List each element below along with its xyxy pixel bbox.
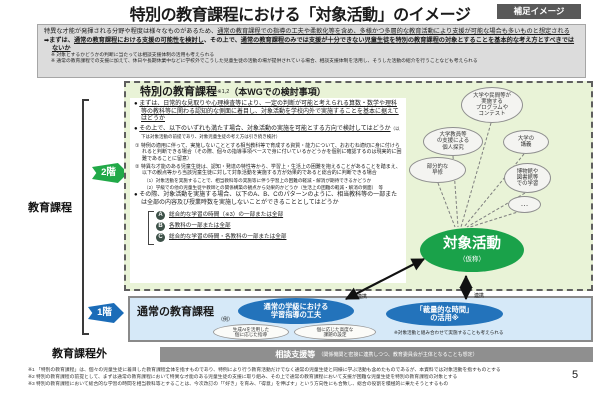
genai-instruction-oval: 生成AIを活用した 個に応じた指導 [213,324,289,340]
activity-oval-museum-library: 博物館や 図書館等 での学習 [504,163,551,193]
activity-oval-more: … [508,196,541,213]
target-activity-label: 対象活動 [443,236,501,253]
curriculum-label: 教育課程 [28,202,72,214]
regular-curriculum-title: 通常の教育課程 [137,306,214,318]
pattern-text-a: 総合的な学習の時間（※3）の一部または全部 [169,211,284,218]
activity-oval-personal-inquiry: 大学教員等 の支援による 個人探究 [423,127,483,156]
pattern-badge-a: A [156,210,165,220]
pattern-bracket [148,210,154,245]
condition-2: ② 特異な才能のある児童生徒は、認知・発達の特性等から、学習上・生活上の困難を抱… [135,163,401,176]
advanced-task-oval: 個に応じた高度な 課題の設定 [294,324,376,340]
pattern-text-b: 各教科の一部または全部 [169,222,231,229]
support-bar: 相談支援等 （関係機関と密接に連携しつつ、教育委員会が主体となることも想定） [160,347,593,362]
intro-note-1: ※ 対象とするかどうかの判断に当たっては相談支援体制の活用も考えられる [51,52,215,58]
page-title: 特別の教育課程における「対象活動」のイメージ [129,7,471,24]
pattern-list: A 総合的な学習の時間（※3）の一部または全部 B 各教科の一部または全部 C … [148,210,402,245]
special-curriculum-title: 特別の教育課程※1,2（本WGでの検討事項） [140,86,326,98]
bullet-3: ● その際、対象活動を実施する場合、以下のA、B、Cのパターンのように、相当教科… [134,192,398,206]
target-activity-subtitle: （仮称） [459,255,485,263]
discretionary-time-oval: 「裁量的な時間」 の活用※ [386,302,503,326]
pattern-row-c: C 総合的な学習の時間・各教科の一部または全部 [156,232,402,243]
regular-curriculum-example-note: （例） [218,317,234,323]
activity-oval-university-program: 大学や民間等が 実施する プログラムや コンテスト [461,87,523,123]
floor-2-badge: 2階 [92,163,128,183]
activity-oval-university-lecture: 大学の 講義 [503,130,549,154]
activity-oval-partial-acceleration: 部分的な 早修 [409,157,466,183]
condition-1: ① 特例の適用に伴って、実施しないこととする相当教科等で育成する資質・能力につい… [135,143,402,162]
footnote-2: ※2 特別の教育課程の前提として、まずは通常の教育課程において特異な才能のある児… [28,375,458,381]
curriculum-bracket [82,99,89,335]
bullet-2: ● その上で、以下のいずれも満たす場合、対象活動の実施を可能とする方向で検討して… [134,126,400,139]
intro-line-1: 特異な才能が発揮される分野や程度は様々なものがあるため、通常の教育課程での指導の… [44,28,570,35]
floor-1-badge: 1階 [88,303,124,323]
supplement-badge: 補足イメージ [497,4,581,19]
bullet-2-note: （以下は対象活動の前提であり、対象児童生徒の考え方は引き続き検討） [141,126,400,139]
pattern-row-b: B 各教科の一部または全部 [156,221,402,232]
target-activity-oval: 対象活動 （仮称） [420,228,524,272]
pattern-badge-b: B [156,221,165,231]
support-note: （関係機関と密接に連携しつつ、教育委員会が主体となることも想定） [318,352,478,358]
condition-2-sub-2: （2）学級での他の児童生徒や教師との関係構築の観点から効果的かどうか（生活上の困… [144,184,384,190]
link-label-1: 連携 [357,294,368,300]
footnote-3: ※3 特別の教育課程において総合的な学習の時間を相当教科等とすることは、今次改訂… [28,382,449,388]
intro-box: 特異な才能が発揮される分野や程度は様々なものがあるため、通常の教育課程での指導の… [37,24,586,78]
discretionary-time-note: ※対象活動と組み合わせて実施することも考えられる [394,330,504,335]
condition-2-sub-1: （1）対象活動を実施することで、相当教科等の実施等に伴う学習上の困難の軽減・解消… [144,177,372,183]
pattern-text-c: 総合的な学習の時間・各教科の一部または全部 [169,233,287,240]
link-label-2: 連携 [474,293,485,299]
intro-line-2: ➡まずは、通常の教育課程における支援の可能性を検討し、その上で、通常の教育課程の… [44,36,575,52]
pattern-badge-c: C [156,232,165,242]
footnote-list: ※1 「特別の教育課程」は、個々の児童生徒に着目した教育課程全体を指すものであり… [28,367,576,389]
support-label: 相談支援等 [275,350,316,359]
pattern-row-a: A 総合的な学習の時間（※3）の一部または全部 [156,210,402,221]
title-ref: ※1,2 [217,89,230,95]
footnote-1: ※1 「特別の教育課程」は、個々の児童生徒に着目した教育課程全体を指すものであり… [28,368,501,373]
special-detail-box: ● まずは、日常的な見取りや心理検査等により、一定の判断が可能と考えられる算数・… [130,98,406,283]
page-number: 5 [572,369,579,381]
bullet-1: ● まずは、日常的な見取りや心理検査等により、一定の判断が可能と考えられる算数・… [134,101,399,123]
classroom-instruction-oval: 通常の学級における 学習指導の工夫 [238,298,354,324]
outside-curriculum-label: 教育課程外 [52,348,107,360]
intro-note-2: ※ 通常の教育課程での支援に加えて、休日や長期休業中などに学校外でこうした児童生… [51,59,478,65]
